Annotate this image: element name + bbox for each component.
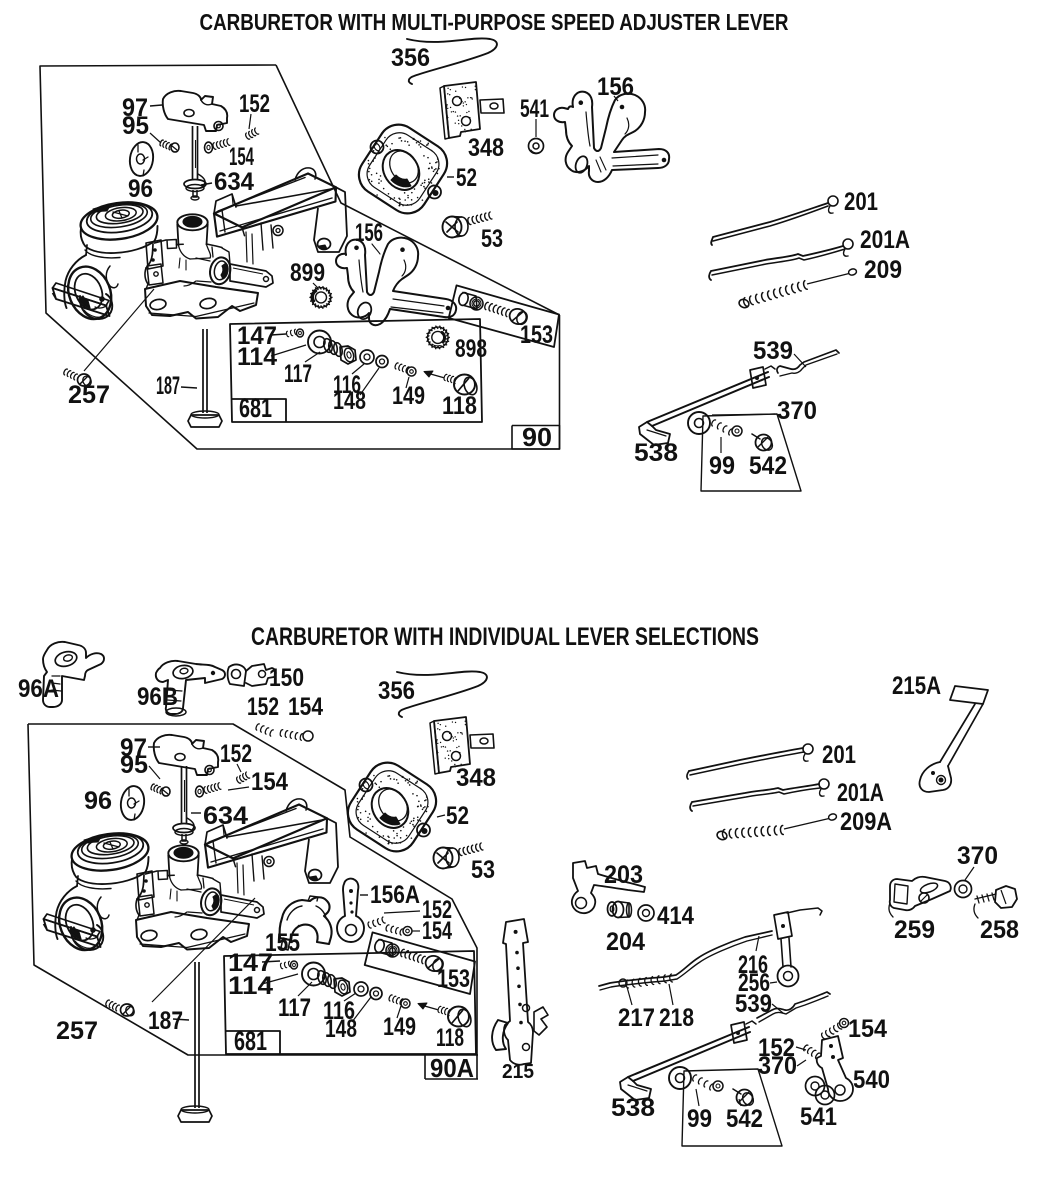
svg-text:154: 154 bbox=[422, 917, 452, 945]
svg-text:216: 216 bbox=[738, 951, 768, 979]
svg-text:187: 187 bbox=[148, 1007, 183, 1035]
svg-text:203: 203 bbox=[604, 861, 643, 889]
svg-text:149: 149 bbox=[383, 1013, 416, 1041]
svg-text:152: 152 bbox=[220, 740, 252, 768]
svg-text:152: 152 bbox=[422, 896, 452, 924]
svg-text:116: 116 bbox=[323, 997, 355, 1025]
svg-text:97: 97 bbox=[120, 734, 147, 762]
svg-text:53: 53 bbox=[481, 225, 503, 253]
svg-text:118: 118 bbox=[436, 1024, 464, 1052]
svg-text:209A: 209A bbox=[840, 808, 892, 836]
svg-text:52: 52 bbox=[446, 802, 469, 830]
svg-text:634: 634 bbox=[214, 168, 254, 196]
svg-text:CARBURETOR WITH INDIVIDUAL LEV: CARBURETOR WITH INDIVIDUAL LEVER SELECTI… bbox=[251, 623, 759, 651]
svg-text:156A: 156A bbox=[370, 881, 420, 909]
svg-text:156: 156 bbox=[355, 219, 383, 247]
svg-text:370: 370 bbox=[777, 397, 817, 425]
svg-text:634: 634 bbox=[203, 802, 248, 830]
svg-text:356: 356 bbox=[391, 44, 430, 72]
svg-text:96: 96 bbox=[128, 175, 153, 203]
svg-text:95: 95 bbox=[120, 751, 148, 779]
svg-text:97: 97 bbox=[122, 94, 148, 122]
svg-text:96B: 96B bbox=[137, 683, 178, 711]
svg-text:96: 96 bbox=[84, 787, 112, 815]
svg-text:258: 258 bbox=[980, 916, 1019, 944]
svg-text:95: 95 bbox=[122, 112, 149, 140]
svg-text:90A: 90A bbox=[430, 1053, 474, 1083]
svg-text:256: 256 bbox=[738, 969, 770, 997]
svg-text:149: 149 bbox=[392, 382, 425, 410]
svg-text:681: 681 bbox=[239, 393, 272, 423]
svg-text:152: 152 bbox=[239, 90, 270, 118]
svg-text:153: 153 bbox=[437, 965, 470, 993]
svg-text:148: 148 bbox=[333, 387, 366, 415]
svg-text:152: 152 bbox=[247, 693, 279, 721]
svg-text:99: 99 bbox=[687, 1105, 712, 1133]
svg-text:154: 154 bbox=[251, 768, 288, 796]
svg-text:204: 204 bbox=[606, 928, 645, 956]
svg-text:114: 114 bbox=[228, 972, 273, 1000]
svg-text:539: 539 bbox=[735, 990, 772, 1018]
svg-text:53: 53 bbox=[471, 856, 495, 884]
svg-text:542: 542 bbox=[726, 1105, 763, 1133]
svg-text:CARBURETOR WITH MULTI-PURPOSE: CARBURETOR WITH MULTI-PURPOSE SPEED ADJU… bbox=[200, 9, 789, 35]
svg-text:257: 257 bbox=[68, 381, 110, 409]
svg-text:218: 218 bbox=[659, 1004, 694, 1032]
svg-text:370: 370 bbox=[758, 1052, 797, 1080]
svg-text:148: 148 bbox=[325, 1015, 357, 1043]
svg-text:90: 90 bbox=[522, 422, 552, 452]
svg-text:356: 356 bbox=[378, 677, 415, 705]
svg-text:541: 541 bbox=[520, 95, 549, 123]
svg-text:899: 899 bbox=[290, 259, 325, 287]
svg-text:187: 187 bbox=[156, 372, 180, 400]
svg-text:542: 542 bbox=[749, 452, 787, 480]
svg-text:154: 154 bbox=[288, 693, 323, 721]
svg-text:152: 152 bbox=[758, 1034, 795, 1062]
svg-text:538: 538 bbox=[634, 439, 678, 467]
svg-text:156: 156 bbox=[597, 73, 634, 101]
svg-text:117: 117 bbox=[278, 994, 311, 1022]
svg-text:99: 99 bbox=[709, 452, 735, 480]
svg-text:154: 154 bbox=[229, 143, 254, 171]
svg-text:217: 217 bbox=[618, 1004, 655, 1032]
svg-text:147: 147 bbox=[237, 322, 277, 350]
svg-text:201: 201 bbox=[844, 188, 878, 216]
svg-text:52: 52 bbox=[456, 164, 477, 192]
svg-text:114: 114 bbox=[237, 343, 277, 371]
svg-text:201: 201 bbox=[822, 741, 856, 769]
svg-text:147: 147 bbox=[228, 949, 273, 977]
svg-text:215: 215 bbox=[502, 1061, 534, 1083]
svg-text:201A: 201A bbox=[837, 779, 884, 807]
svg-text:209: 209 bbox=[864, 256, 902, 284]
svg-text:257: 257 bbox=[56, 1017, 98, 1045]
svg-text:540: 540 bbox=[853, 1066, 890, 1094]
svg-text:259: 259 bbox=[894, 916, 935, 944]
svg-text:116: 116 bbox=[333, 371, 361, 399]
svg-text:150: 150 bbox=[269, 664, 304, 692]
svg-text:348: 348 bbox=[468, 134, 504, 162]
svg-text:118: 118 bbox=[442, 392, 477, 420]
svg-text:215A: 215A bbox=[892, 672, 941, 700]
svg-text:154: 154 bbox=[848, 1015, 887, 1043]
svg-text:117: 117 bbox=[284, 360, 312, 388]
svg-text:96A: 96A bbox=[18, 675, 59, 703]
svg-text:155: 155 bbox=[265, 929, 300, 957]
svg-text:898: 898 bbox=[455, 335, 487, 363]
svg-text:348: 348 bbox=[456, 764, 496, 792]
svg-text:539: 539 bbox=[753, 337, 793, 365]
svg-text:414: 414 bbox=[657, 902, 694, 930]
svg-text:541: 541 bbox=[800, 1103, 837, 1131]
svg-text:201A: 201A bbox=[860, 226, 910, 254]
svg-text:370: 370 bbox=[957, 842, 998, 870]
